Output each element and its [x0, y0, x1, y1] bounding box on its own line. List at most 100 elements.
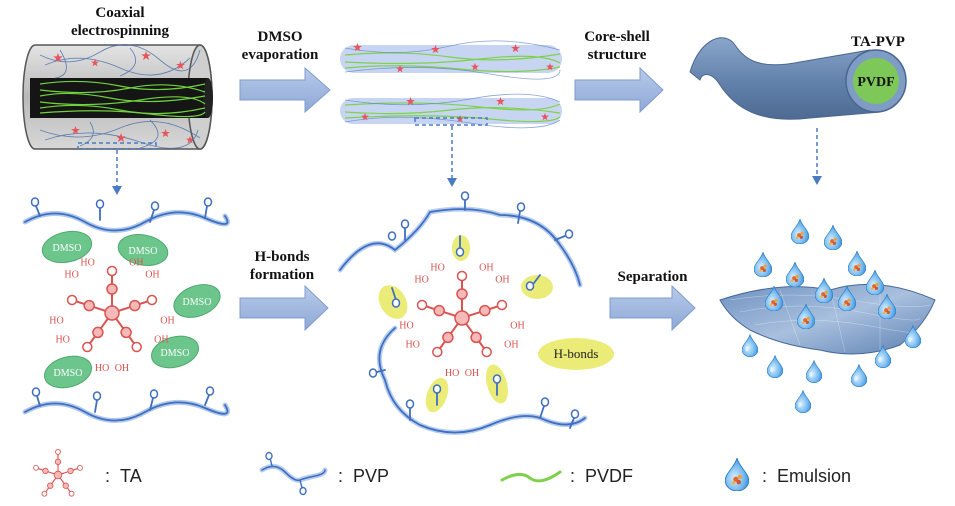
ta-ring [106, 283, 118, 295]
hydroxyl-label: HO [414, 274, 428, 285]
legend-colon: : [105, 466, 111, 486]
ta-ring [456, 270, 468, 282]
ta-ring [33, 464, 39, 471]
ta-ring [131, 341, 142, 353]
ta-ring [92, 326, 104, 339]
hydroxyl-label: HO [399, 321, 413, 332]
hydroxyl-label: HO [49, 316, 63, 327]
legend-pvp-icon [259, 451, 328, 496]
hydroxyl-label: HO [55, 334, 69, 345]
ta-ring [456, 288, 468, 300]
step-hbonds-formation: H-bonds formation [232, 248, 332, 284]
hydroxyl-label: OH [145, 269, 159, 280]
arrow-dmso-evaporation [239, 66, 331, 114]
hydroxyl-label: HO [405, 339, 419, 350]
ta-ring [68, 490, 75, 497]
ta-ring [67, 467, 74, 475]
arrow-hbonds-formation [239, 284, 329, 332]
core-shell-fiber: TA-PVP PVDF [689, 34, 907, 120]
ta-core [104, 305, 120, 321]
hydroxyl-label: OH [510, 321, 524, 332]
ta-ring [54, 458, 62, 465]
step-label-line: evaporation [241, 47, 319, 63]
ta-ring [433, 304, 445, 317]
arrow-separation [609, 284, 696, 332]
ta-ring [82, 341, 93, 353]
hydroxyl-label: OH [495, 274, 509, 285]
legend [33, 449, 749, 497]
ta-ring [42, 467, 49, 475]
legend-pvp-label: : PVP [338, 466, 389, 487]
hydroxyl-label: OH [479, 263, 493, 274]
step-label-line: electrospinning [70, 23, 170, 39]
ta-core [53, 470, 63, 480]
hydroxyl-label: HO [80, 258, 94, 269]
hydroxyl-label: OH [504, 339, 518, 350]
legend-pvdf-label: : PVDF [570, 466, 633, 487]
ta-ring [66, 294, 78, 306]
shell-label: TA-PVP [851, 34, 905, 50]
legend-emulsion-label: : Emulsion [762, 466, 851, 487]
step-separation: Separation [600, 268, 705, 286]
ta-ring [479, 304, 491, 317]
hydroxyl-label: OH [129, 258, 143, 269]
dmso-molecule-label: DMSO [53, 243, 82, 254]
step-label-line: DMSO [257, 29, 303, 45]
ta-ring [62, 482, 69, 489]
ta-ring [106, 265, 118, 277]
ta-ring [47, 482, 54, 489]
ta-ring [129, 299, 141, 312]
step-label-line: Coaxial [95, 5, 145, 21]
hydroxyl-label: HO [445, 368, 459, 379]
ta-core [454, 310, 470, 326]
hydroxyl-label: HO [64, 269, 78, 280]
ta-ring [146, 294, 158, 306]
hydroxyl-label: HO [95, 363, 109, 374]
step-label-line: H-bonds [254, 249, 310, 265]
legend-colon: : [762, 466, 768, 486]
arrow-core-shell [574, 66, 664, 114]
ta-ring [496, 299, 508, 311]
core-label: PVDF [857, 75, 894, 90]
legend-emulsion-text: Emulsion [777, 466, 852, 486]
coaxial-cylinder [22, 44, 213, 150]
dmso-molecule-label: DMSO [161, 348, 190, 359]
step-dmso-evaporation: DMSO evaporation [225, 28, 335, 64]
hydroxyl-label: OH [154, 334, 168, 345]
legend-emulsion-icon [725, 458, 749, 491]
hydroxyl-label: OH [465, 368, 479, 379]
ta-ring [41, 490, 48, 497]
ta-ring [83, 299, 95, 312]
step-label-line: Core-shell [584, 29, 650, 45]
evaporated-fibers [340, 40, 562, 129]
legend-pvp-text: PVP [353, 466, 390, 486]
hydroxyl-label: HO [430, 263, 444, 274]
dashed-arrows [116, 126, 818, 188]
step-label-line: structure [587, 47, 647, 63]
ta-ring [77, 464, 83, 471]
hbonds-bubble-label: H-bonds [554, 346, 599, 361]
dmso-molecule-label: DMSO [183, 297, 212, 308]
ta-ring [416, 299, 428, 311]
legend-ta-icon [33, 449, 83, 497]
dmso-molecule-label: DMSO [129, 246, 158, 257]
legend-colon: : [338, 466, 344, 486]
legend-colon: : [570, 466, 576, 486]
legend-pvdf-icon [500, 470, 562, 483]
step-label-line: formation [249, 267, 315, 283]
ta-ring [55, 449, 61, 455]
legend-pvdf-text: PVDF [585, 466, 634, 486]
ta-ring [470, 331, 482, 344]
legend-ta-label: : TA [105, 466, 142, 487]
step-label-line: Separation [617, 269, 688, 285]
ta-ring [120, 326, 132, 339]
legend-ta-text: TA [120, 466, 142, 486]
ta-ring [442, 331, 454, 344]
dmso-molecule-label: DMSO [54, 368, 83, 379]
membrane-separation [719, 219, 936, 413]
hydroxyl-label: OH [160, 316, 174, 327]
